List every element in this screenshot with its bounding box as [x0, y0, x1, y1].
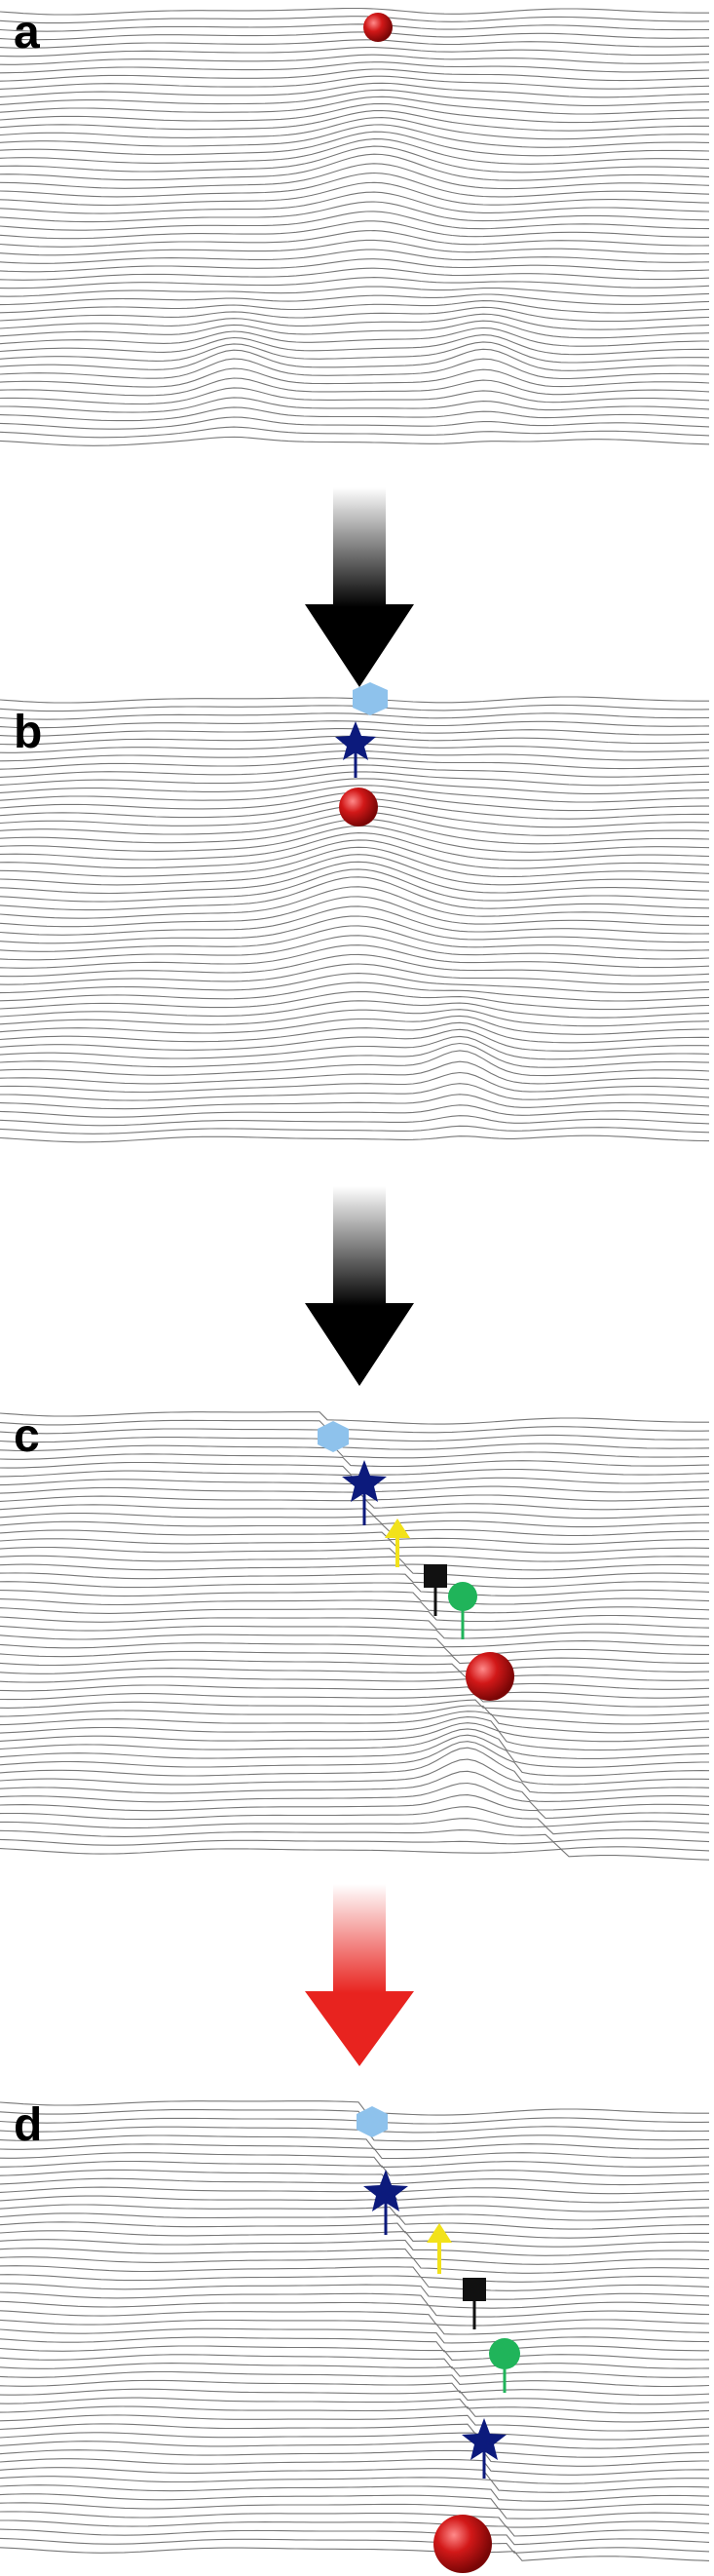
- star-icon: [363, 2170, 408, 2211]
- arrow-3: [0, 1876, 714, 2071]
- yellow-arrow-icon: [427, 2223, 452, 2243]
- down-arrow-icon: [305, 1884, 414, 2066]
- panel-c-layers: [0, 1411, 710, 1861]
- panel-label-a: a: [14, 7, 40, 58]
- hexagon-icon: [357, 2106, 388, 2137]
- panel-a-layers: [0, 7, 710, 446]
- panel-b: b: [0, 682, 714, 1160]
- red-ball-icon: [433, 2515, 492, 2573]
- arrow-1: [0, 482, 714, 692]
- black-square-pin-icon: [424, 1564, 447, 1588]
- green-circle-pin-icon: [448, 1582, 477, 1611]
- panel-d-layers: [0, 2100, 710, 2573]
- red-ball-icon: [339, 788, 378, 827]
- arrow-2: [0, 1181, 714, 1391]
- panel-label-d: d: [14, 2099, 43, 2151]
- green-circle-pin-icon: [489, 2338, 520, 2369]
- panel-label-b: b: [14, 707, 43, 758]
- hexagon-icon: [353, 682, 388, 715]
- red-ball-icon: [363, 13, 393, 42]
- star-icon: [342, 1460, 387, 1502]
- down-arrow-icon: [305, 487, 414, 687]
- red-ball-icon: [466, 1652, 514, 1701]
- black-square-pin-icon: [463, 2278, 486, 2301]
- yellow-arrow-icon: [385, 1519, 410, 1538]
- star-icon: [335, 721, 376, 760]
- panel-c: c: [0, 1384, 714, 1871]
- panel-a: a: [0, 0, 714, 463]
- down-arrow-icon: [305, 1186, 414, 1386]
- star-icon: [462, 2418, 507, 2460]
- panel-b-layers: [0, 682, 710, 1143]
- panel-d: d: [0, 2071, 714, 2576]
- panel-label-c: c: [14, 1410, 40, 1462]
- hexagon-icon: [318, 1421, 349, 1452]
